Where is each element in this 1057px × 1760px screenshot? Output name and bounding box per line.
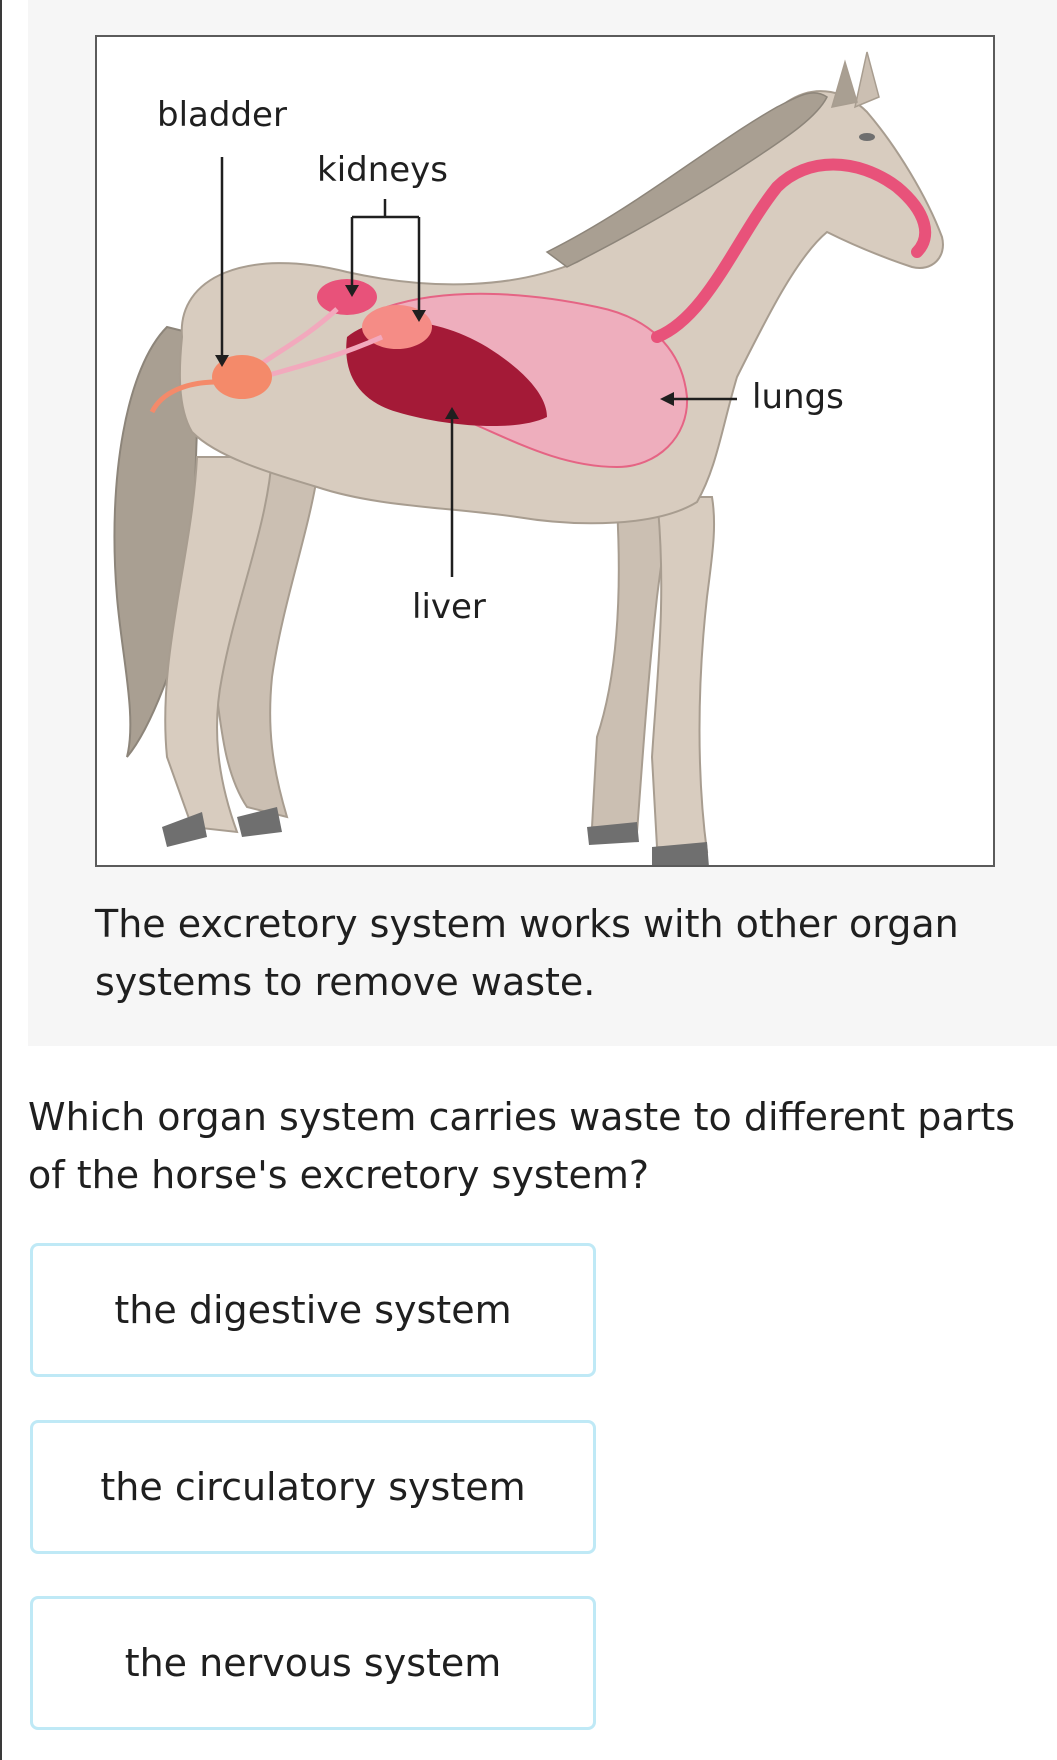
- horse-eye: [859, 133, 875, 141]
- answer-choice-circulatory[interactable]: the circulatory system: [30, 1420, 596, 1554]
- horse-hoof: [162, 812, 207, 847]
- figure-panel: bladder kidneys lungs liver The excretor…: [28, 0, 1057, 1046]
- horse-hoof: [652, 842, 709, 865]
- horse-hind-leg-near: [164, 456, 274, 834]
- left-edge-rule: [0, 0, 2, 1760]
- horse-hoof: [587, 822, 639, 845]
- figure-caption: The excretory system works with other or…: [95, 902, 959, 1004]
- horse-illustration: [113, 51, 944, 865]
- urethra: [149, 379, 218, 414]
- kidneys-label: kidneys: [317, 150, 449, 190]
- horse-fore-leg-near: [650, 496, 716, 854]
- ureter: [261, 334, 384, 380]
- liver-arrowhead: [445, 407, 459, 419]
- kidneys-arrowhead-right: [412, 310, 426, 322]
- answer-choice-label: the digestive system: [114, 1288, 512, 1332]
- answer-choice-label: the circulatory system: [100, 1465, 526, 1509]
- bladder-label: bladder: [157, 95, 287, 135]
- kidneys-arrowhead-left: [345, 285, 359, 297]
- horse-diagram: bladder kidneys lungs liver: [95, 35, 995, 867]
- answer-choice-digestive[interactable]: the digestive system: [30, 1243, 596, 1377]
- lungs-label: lungs: [752, 377, 844, 417]
- kidney-organ: [317, 279, 377, 315]
- bladder-arrowhead: [215, 355, 229, 367]
- horse-ear: [853, 51, 880, 109]
- question-text: Which organ system carries waste to diff…: [28, 1095, 1016, 1197]
- liver-label: liver: [412, 587, 486, 627]
- horse-mane: [545, 92, 828, 268]
- horse-ear: [830, 59, 858, 108]
- bladder-organ: [212, 355, 272, 399]
- lungs-arrowhead: [660, 392, 674, 406]
- answer-choice-nervous[interactable]: the nervous system: [30, 1596, 596, 1730]
- windpipe: [651, 158, 932, 343]
- horse-hoof: [237, 807, 282, 837]
- answer-choice-label: the nervous system: [124, 1641, 502, 1685]
